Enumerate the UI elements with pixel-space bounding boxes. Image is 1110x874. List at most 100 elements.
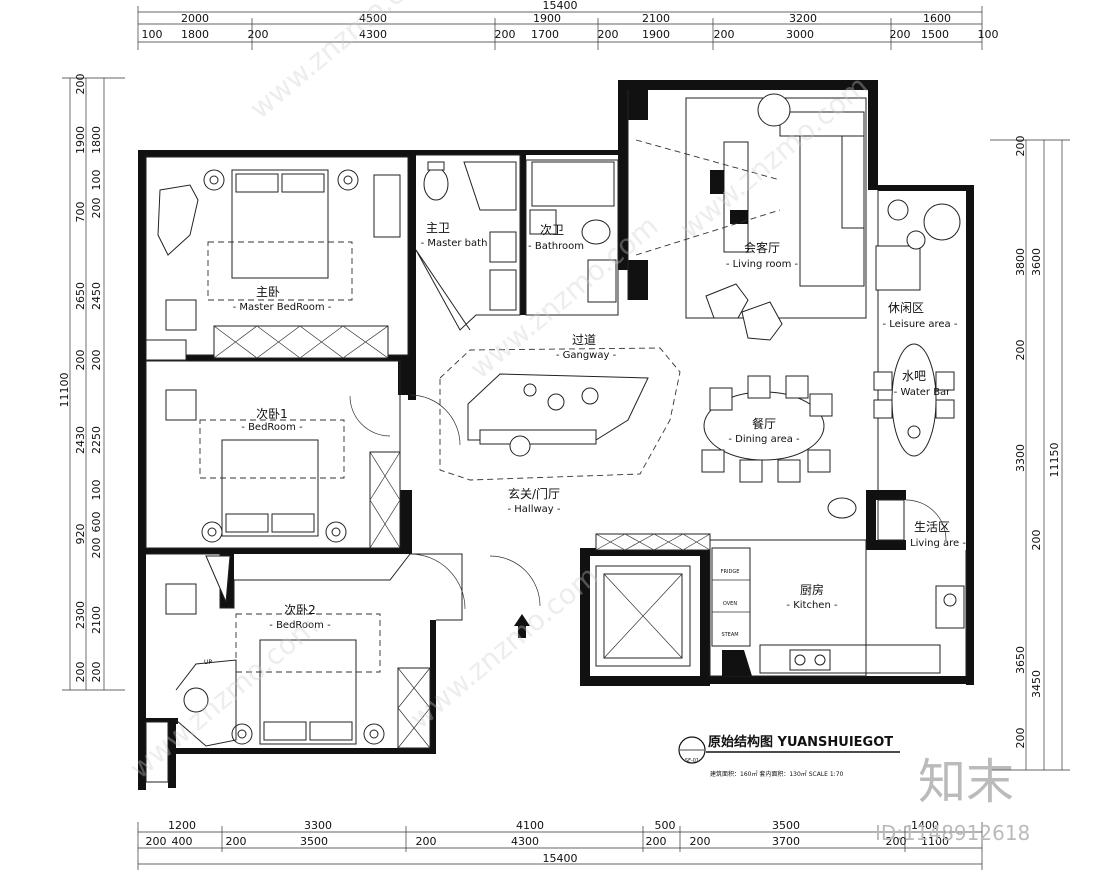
stair-up-label: UP: [204, 659, 212, 666]
brand-logo: 知末: [918, 754, 1014, 810]
dim-top2-2: 200: [248, 28, 269, 41]
dim-top2-12: 100: [978, 28, 999, 41]
bar-table: [891, 343, 937, 457]
dim-left2-3: 2450: [90, 282, 103, 310]
dim-bot1-4: 3500: [772, 819, 800, 832]
bottom-total-dim: 15400: [543, 852, 578, 865]
living-room-en: - Living room -: [726, 259, 799, 270]
dim-left2-1: 100: [90, 170, 103, 191]
title-info: 建筑面积：160㎡ 套内面积：130㎡ SCALE 1:70: [710, 770, 844, 778]
dim-left2-0: 1800: [90, 126, 103, 154]
dim-left2-8: 200: [90, 538, 103, 559]
dim-top2-11: 1500: [921, 28, 949, 41]
bedroom1-cn: 次卧1: [256, 407, 288, 421]
dim-left1-0: 200: [74, 74, 87, 95]
dim-bot1-2: 4100: [516, 819, 544, 832]
dim-right2-1: 200: [1030, 530, 1043, 551]
living-are-cn: 生活区: [914, 520, 950, 534]
title-badge: SF-01: [685, 758, 699, 764]
dim-left2-2: 200: [90, 198, 103, 219]
dim-top2-4: 200: [495, 28, 516, 41]
dim-left1-7: 2300: [74, 601, 87, 629]
dining-area-en: - Dining area -: [728, 434, 800, 445]
dim-bot1-1: 3300: [304, 819, 332, 832]
dim-top2-9: 3000: [786, 28, 814, 41]
gangway-cn: 过道: [572, 333, 596, 347]
dining-area-cn: 餐厅: [752, 416, 776, 431]
dim-left1-3: 2650: [74, 282, 87, 310]
dim-bot2-4: 200: [416, 835, 437, 848]
right-dimensions: 200 3800 200 3300 3650 200 3600 200 3450…: [990, 136, 1070, 771]
dim-left2-9: 2100: [90, 606, 103, 634]
dim-right1-0: 200: [1014, 136, 1027, 157]
leisure-chair: [875, 245, 921, 291]
coffee-table: [723, 141, 749, 253]
dim-left1-4: 200: [74, 350, 87, 371]
steam-label: STEAM: [721, 632, 738, 638]
dim-top2-10: 200: [890, 28, 911, 41]
bedroom2-en: - BedRoom -: [269, 620, 331, 631]
oven-label: OVEN: [723, 601, 737, 607]
dim-top2-8: 200: [714, 28, 735, 41]
dim-bot2-9: 200: [886, 835, 907, 848]
kitchen-en: - Kitchen -: [786, 600, 838, 611]
dim-bot2-0: 200: [146, 835, 167, 848]
kitchen-cn: 厨房: [800, 582, 824, 597]
dim-top1-3: 2100: [642, 12, 670, 25]
dim-top1-0: 2000: [181, 12, 209, 25]
master-bedroom-cn: 主卧: [256, 285, 280, 299]
room-labels: 主卧 - Master BedRoom - 主卫 - Master bath 次…: [204, 221, 966, 666]
entry-arrow: [514, 614, 530, 638]
leisure-area-en: - Leisure area -: [883, 319, 958, 330]
dim-bot2-8: 3700: [772, 835, 800, 848]
dim-bot1-0: 1200: [168, 819, 196, 832]
dim-bot2-10: 1100: [921, 835, 949, 848]
dim-left2-5: 2250: [90, 426, 103, 454]
dim-left1-6: 920: [74, 524, 87, 545]
dim-bot2-7: 200: [690, 835, 711, 848]
dim-top1-4: 3200: [789, 12, 817, 25]
dim-right1-2: 200: [1014, 340, 1027, 361]
bedroom2-cn: 次卧2: [284, 603, 316, 617]
dim-bot2-6: 200: [646, 835, 667, 848]
bathroom-cn: 次卫: [540, 223, 564, 237]
bathtub: [531, 161, 615, 207]
brand-id: ID:1148912618: [875, 821, 1030, 845]
right-total-dim: 11150: [1048, 443, 1061, 478]
top-dimensions: 15400 2000 4500 1900 2100 3200 1600 100 …: [137, 0, 999, 50]
living-are-en: Living are -: [910, 538, 966, 549]
title-block: SF-01 原始结构图 YUANSHUIEGOT 建筑面积：160㎡ 套内面积：…: [678, 734, 900, 778]
master-wardrobe: [213, 325, 389, 359]
master-bath-en: - Master bath: [421, 238, 488, 249]
water-bar-en: - Water Bar: [894, 387, 952, 398]
fridge-label: FRIDGE: [721, 569, 740, 575]
dim-top1-1: 4500: [359, 12, 387, 25]
dim-top2-5: 1700: [531, 28, 559, 41]
lounge-chair: [157, 184, 199, 256]
hallway-cn: 玄关/门厅: [508, 486, 560, 501]
dim-top2-7: 1900: [642, 28, 670, 41]
leisure-area-cn: 休闲区: [888, 301, 924, 315]
dim-top1-5: 1600: [923, 12, 951, 25]
dim-left1-1: 1900: [74, 126, 87, 154]
dim-bot1-3: 500: [655, 819, 676, 832]
dim-bot2-1: 400: [172, 835, 193, 848]
left-total-dim: 11100: [58, 373, 71, 408]
gangway-en: - Gangway -: [556, 350, 617, 361]
dim-top1-2: 1900: [533, 12, 561, 25]
dim-left1-8: 200: [74, 662, 87, 683]
dim-left2-7: 600: [90, 512, 103, 533]
bedroom1-en: - BedRoom -: [241, 422, 303, 433]
bathroom-en: - Bathroom: [528, 241, 584, 252]
dim-left1-2: 700: [74, 202, 87, 223]
gangway-path: [439, 347, 681, 481]
dim-top2-6: 200: [598, 28, 619, 41]
dim-bot2-2: 200: [226, 835, 247, 848]
dim-right2-2: 3450: [1030, 670, 1043, 698]
watermark-1: www.znzmo.com: [243, 0, 444, 125]
dim-left2-6: 100: [90, 480, 103, 501]
dim-left1-5: 2430: [74, 426, 87, 454]
dim-top2-1: 1800: [181, 28, 209, 41]
top-total-dim: 15400: [543, 0, 578, 12]
